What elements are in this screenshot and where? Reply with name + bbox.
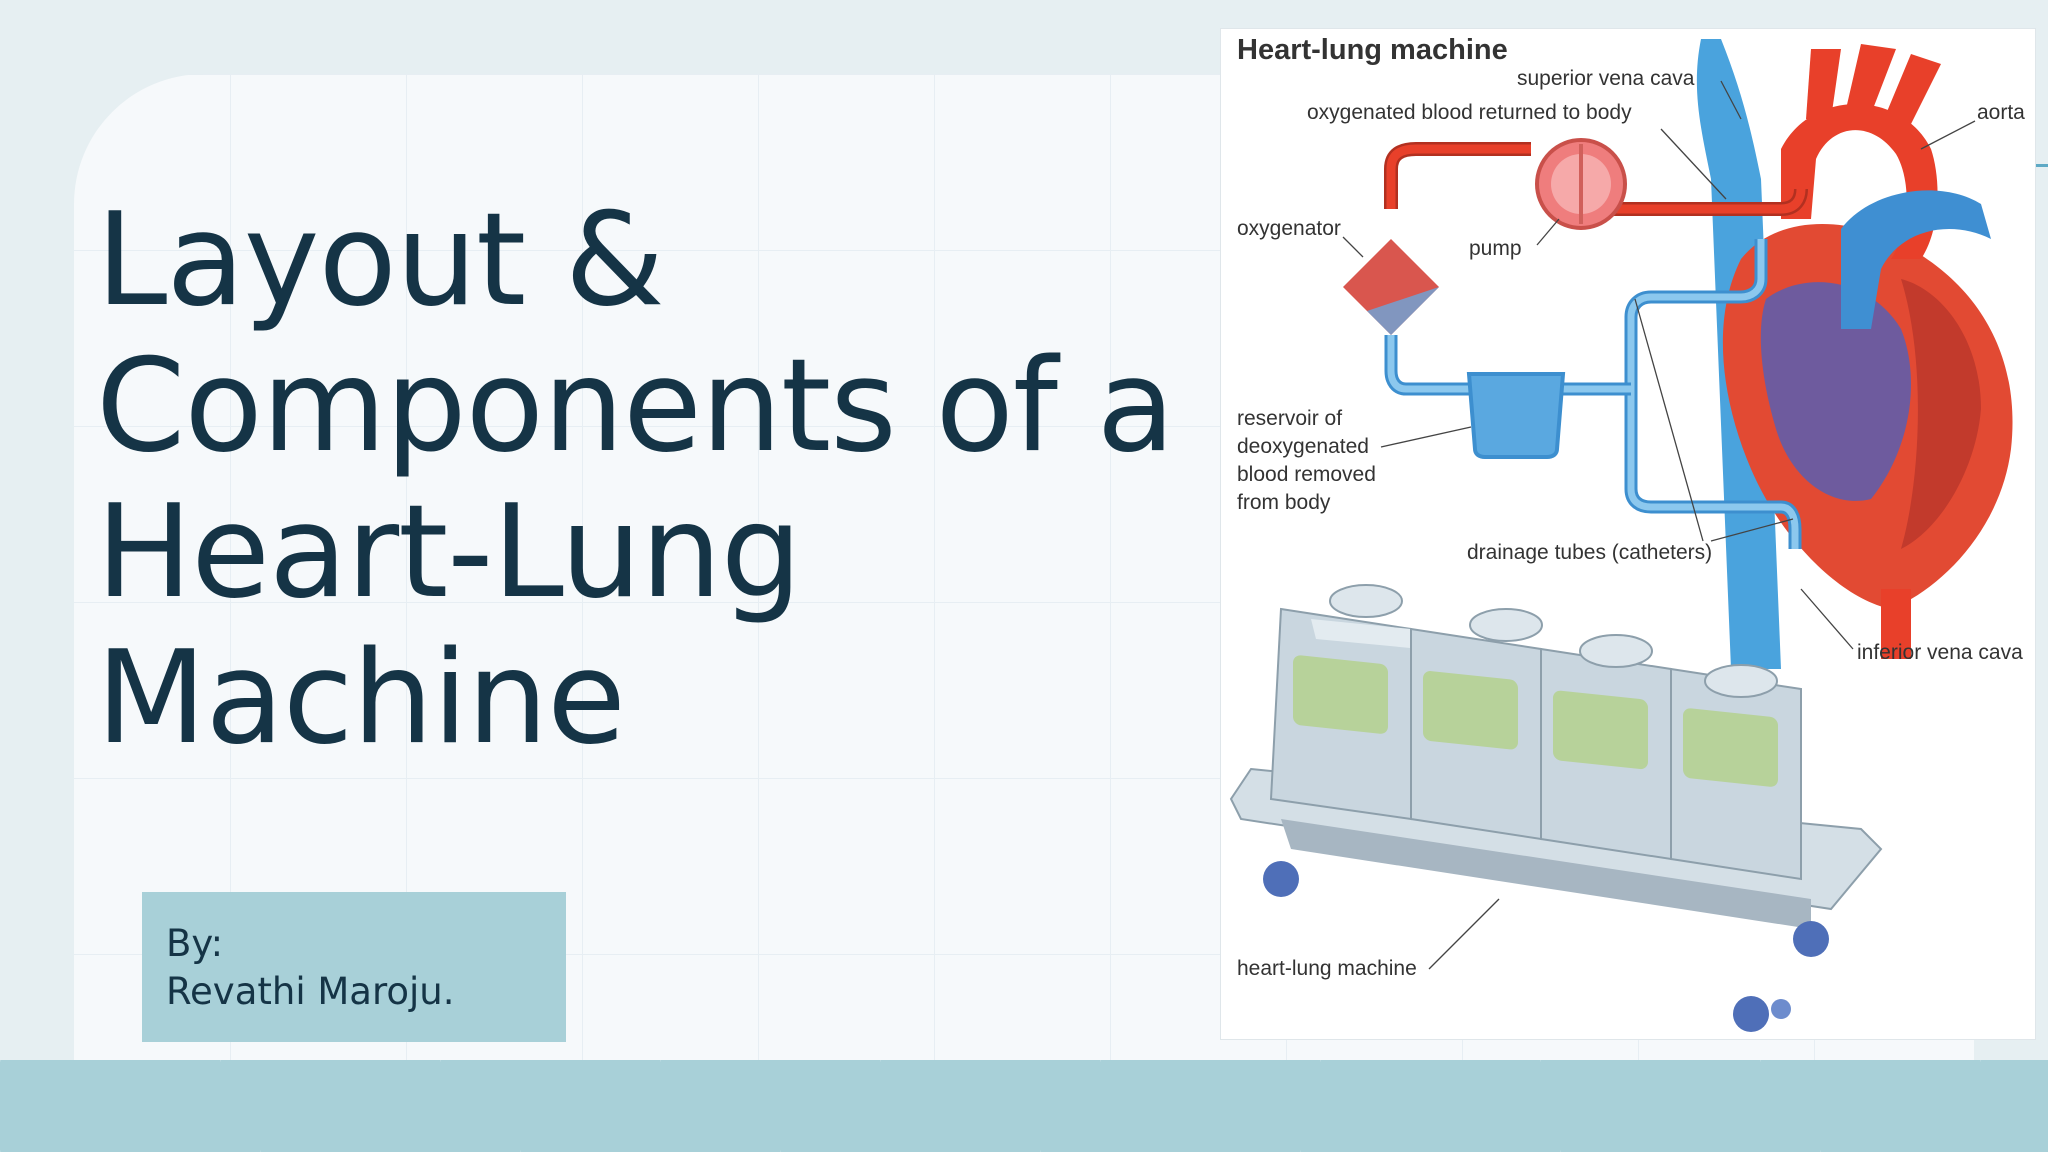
leader-drainage-1 — [1634, 298, 1704, 542]
machine-base — [1281, 819, 1811, 929]
label-reservoir-3: blood removed — [1237, 463, 1376, 486]
tube-to-pump — [1384, 142, 1531, 209]
leader-aorta — [1920, 120, 1976, 150]
leader-pump — [1536, 218, 1560, 246]
label-aorta: aorta — [1977, 101, 2025, 124]
tube-to-oxygenator — [1384, 335, 1471, 396]
label-oxygenator: oxygenator — [1237, 217, 1341, 240]
wheel-2 — [1793, 921, 1829, 957]
aortic-branch-2 — [1846, 44, 1896, 114]
leader-oxygenated — [1660, 128, 1727, 200]
label-inferior-vena-cava: inferior vena cava — [1857, 641, 2023, 664]
label-superior-vena-cava: superior vena cava — [1517, 67, 1695, 90]
tube-to-aorta-inner — [1591, 188, 1806, 214]
drainage-tube-inner — [1627, 239, 1799, 549]
heart-chamber — [1760, 282, 1911, 501]
slide-title[interactable]: Layout & Components of a Heart-Lung Mach… — [96, 186, 1175, 773]
pulmonary-artery — [1841, 190, 1991, 329]
label-reservoir-4: from body — [1237, 491, 1331, 514]
reservoir-icon — [1466, 372, 1566, 459]
leader-machine — [1428, 898, 1500, 970]
oxygenator-blue-half — [1367, 287, 1439, 335]
leader-ivc — [1800, 588, 1854, 650]
label-reservoir-1: reservoir of — [1237, 407, 1342, 430]
aortic-branch-1 — [1806, 49, 1841, 119]
tube-to-pump-inner — [1386, 144, 1531, 209]
corner-accent-mark — [2036, 164, 2048, 167]
figure-title: Heart-lung machine — [1237, 34, 1508, 66]
author-box[interactable]: By: Revathi Maroju. — [142, 892, 566, 1042]
leader-oxygenator — [1342, 236, 1364, 258]
figure-illustration: Heart-lung machine — [1229, 34, 2025, 1032]
wheel-4 — [1771, 999, 1791, 1019]
aortic-branch-3 — [1886, 54, 1941, 124]
label-machine: heart-lung machine — [1237, 957, 1417, 980]
heart-lung-machine-figure[interactable]: Heart-lung machine — [1220, 28, 2036, 1040]
descending-aorta — [1881, 589, 1911, 659]
heart-left-chamber — [1901, 279, 1981, 549]
tube-to-oxygenator-inner — [1387, 335, 1471, 393]
leader-reservoir — [1380, 426, 1472, 448]
bottom-decorative-band — [0, 1060, 2048, 1152]
wheel-3 — [1733, 996, 1769, 1032]
leader-drainage-2 — [1710, 518, 1794, 542]
label-reservoir-2: deoxygenated — [1237, 435, 1369, 458]
machine-modules — [1269, 584, 1802, 881]
wheel-1 — [1263, 861, 1299, 897]
leader-svc — [1720, 80, 1742, 120]
label-pump: pump — [1469, 237, 1522, 260]
author-name: Revathi Maroju. — [166, 970, 455, 1013]
aorta — [1781, 104, 1938, 259]
label-oxygenated-blood: oxygenated blood returned to body — [1307, 101, 1632, 124]
label-drainage-tubes: drainage tubes (catheters) — [1467, 541, 1712, 564]
author-prefix: By: — [166, 922, 224, 965]
